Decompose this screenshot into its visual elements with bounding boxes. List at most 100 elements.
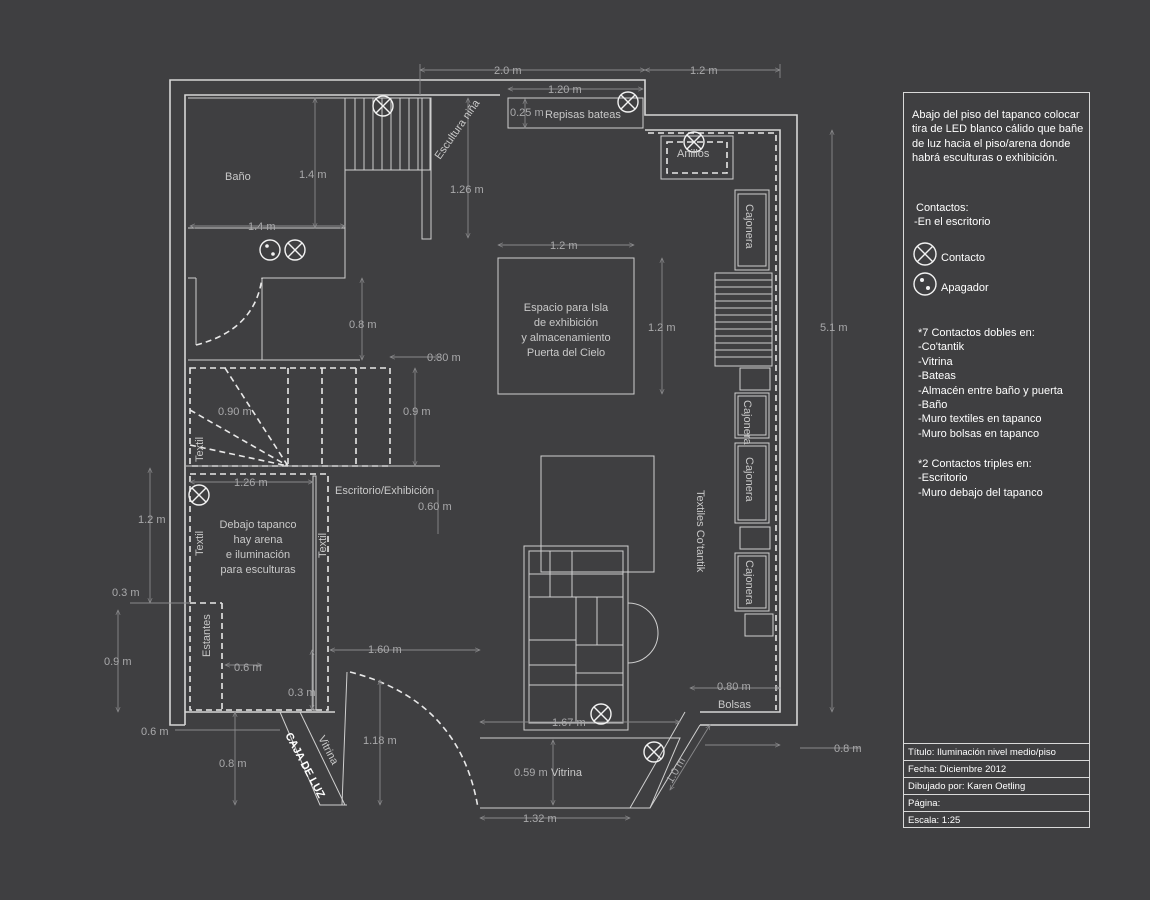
lighting-note: Abajo del piso del tapanco colocar tira …	[912, 109, 1084, 165]
dim-text: 0.3 m	[288, 687, 316, 699]
dim-text: 0.30 m	[427, 352, 461, 364]
escritorio-label: Escritorio/Exhibición	[335, 485, 434, 497]
apagador-icon	[913, 272, 937, 296]
textiles-cotantik-label: Textiles Co'tantik	[694, 490, 706, 573]
contacts-section: Contactos: -En el escritorio	[914, 201, 991, 230]
legend-contacto: Contacto	[912, 241, 985, 267]
dim-text: 0.25 m	[510, 107, 544, 119]
dim-text: 1.18 m	[363, 735, 397, 747]
isla-area	[497, 257, 635, 395]
central-display-unit	[523, 455, 659, 731]
dim-text: 5.1 m	[820, 322, 848, 334]
dim-text: 0.60 m	[418, 501, 452, 513]
dim-text: 1.32 m	[523, 813, 557, 825]
list-item: -Vitrina	[918, 355, 953, 368]
triples-title: *2 Contactos triples en:	[918, 458, 1032, 470]
debajo-label-2: hay arena	[234, 534, 284, 546]
dim-text: 1.4 m	[248, 221, 276, 233]
escultura-label: Escultura niña	[433, 97, 483, 162]
vitrina-bottom	[279, 671, 701, 809]
list-item: -Muro bolsas en tapanco	[918, 427, 1040, 440]
contacto-icon	[617, 91, 639, 113]
textil-mid-label: Textil	[194, 531, 206, 556]
dobles-title: *7 Contactos dobles en:	[918, 327, 1035, 339]
date-row: Fecha: Diciembre 2012	[904, 760, 1089, 777]
contacts-item: -En el escritorio	[914, 216, 991, 229]
legend-apagador: Apagador	[912, 271, 989, 297]
contacto-icon	[284, 239, 306, 261]
bano-label: Baño	[225, 171, 251, 183]
textil-top-label: Textil	[194, 437, 206, 462]
list-item: -Almacén entre baño y puerta	[918, 384, 1063, 397]
dim-text: 1.67 m	[552, 717, 586, 729]
vitrina-label: Vitrina	[551, 767, 583, 779]
debajo-label-4: para esculturas	[220, 564, 296, 576]
dim-text: 2.0 m	[494, 65, 522, 77]
dim-text: 0.6 m	[141, 726, 169, 738]
contacto-icon	[683, 131, 705, 153]
repisas-label: Repisas bateas	[545, 109, 621, 121]
legend-apagador-label: Apagador	[941, 282, 989, 294]
contacto-icon	[590, 703, 612, 725]
isla-label-2: de exhibición	[534, 317, 598, 329]
dim-text: 0.9 m	[403, 406, 431, 418]
contacto-icon	[188, 484, 210, 506]
dim-text: 1.2 m	[690, 65, 718, 77]
contacto-icon	[372, 95, 394, 117]
dim-text: 0.8 m	[219, 758, 247, 770]
author-row: Dibujado por: Karen Oetling	[904, 777, 1089, 794]
dim-text: 0.6 m	[234, 662, 262, 674]
cajonera-label: Cajonera	[743, 204, 755, 250]
contacts-title: Contactos:	[916, 202, 969, 214]
title-row: Título: Iluminación nivel medio/piso	[904, 743, 1089, 760]
triples-list: *2 Contactos triples en: -Escritorio -Mu…	[918, 457, 1043, 500]
list-item: -Co'tantik	[918, 341, 965, 354]
cajonera-label: Cajonera	[743, 457, 755, 503]
dobles-list: *7 Contactos dobles en: -Co'tantik -Vitr…	[918, 326, 1063, 441]
legend-contacto-label: Contacto	[941, 252, 986, 264]
list-item: -Muro textiles en tapanco	[918, 413, 1042, 426]
top-stair	[344, 97, 432, 240]
dim-text: 0.8 m	[834, 743, 862, 755]
contacto-icon	[913, 242, 937, 266]
dim-text: 0.8 m	[349, 319, 377, 331]
list-item: -Bateas	[918, 370, 956, 383]
dim-text: 1.2 m	[138, 514, 166, 526]
dim-text: 0.3 m	[112, 587, 140, 599]
apagador-icon	[259, 239, 281, 261]
page-row: Página:	[904, 794, 1089, 811]
dim-text: 1.20 m	[548, 84, 582, 96]
textil-right-label: Textil	[317, 533, 329, 558]
dim-text: 1.26 m	[234, 477, 268, 489]
dimension-lines	[118, 64, 860, 818]
dim-text: 0.59 m	[514, 767, 548, 779]
notes-panel: Abajo del piso del tapanco colocar tira …	[903, 92, 1090, 828]
dim-text: 0.80 m	[717, 681, 751, 693]
dim-text: 1.2 m	[648, 322, 676, 334]
cajonera-small-label: Cajonera	[741, 400, 753, 446]
repisas-bateas	[507, 97, 644, 129]
dim-text: 1.26 m	[450, 184, 484, 196]
dim-text: 1.60 m	[368, 644, 402, 656]
right-wall-cabinets	[714, 189, 774, 637]
exterior-walls	[169, 79, 798, 726]
dim-text: 0.9 m	[104, 656, 132, 668]
isla-label-4: Puerta del Cielo	[527, 347, 605, 359]
isla-label-3: y almacenamiento	[521, 332, 610, 344]
dim-text: 1.0 m	[664, 756, 688, 786]
dim-text: 1.2 m	[550, 240, 578, 252]
debajo-label-3: e iluminación	[226, 549, 290, 561]
under-tapanco-area	[189, 473, 329, 711]
anillos-label: Anillos	[677, 148, 710, 160]
cajonera-label: Cajonera	[743, 560, 755, 606]
dim-text: 0.90 m	[218, 406, 252, 418]
tapanco-stair	[186, 367, 440, 467]
dim-text: 1.4 m	[299, 169, 327, 181]
contacto-icon	[643, 741, 665, 763]
scale-row: Escala: 1:25	[904, 811, 1089, 828]
isla-label-1: Espacio para Isla	[524, 302, 609, 314]
debajo-label-1: Debajo tapanco	[219, 519, 296, 531]
title-block: Título: Iluminación nivel medio/piso Fec…	[904, 743, 1089, 828]
anillos-case	[660, 135, 734, 180]
